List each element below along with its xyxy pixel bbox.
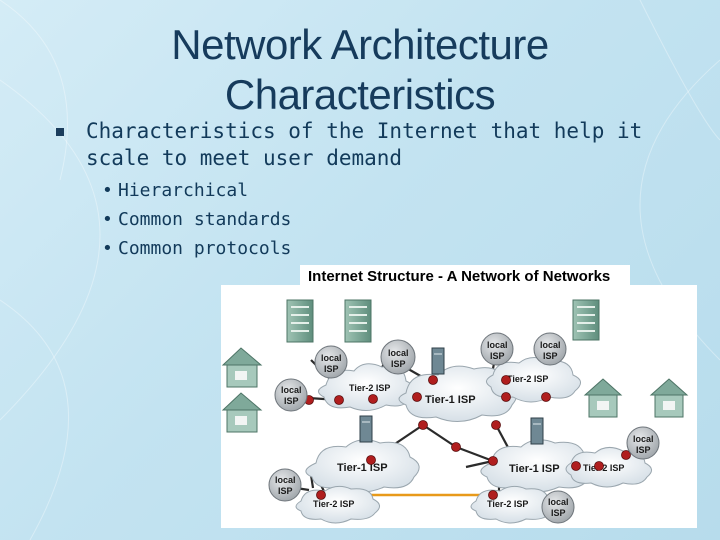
sub-bullet-text: Common standards [118, 209, 292, 230]
isp-node-label: ISP [636, 445, 651, 455]
office-building-icons [286, 299, 600, 343]
server-icon [431, 347, 445, 375]
server-icon [530, 417, 544, 445]
dot-bullet-icon: • [102, 238, 113, 259]
home-icon [649, 378, 689, 418]
isp-node-label: local [281, 385, 302, 395]
home-icons [221, 347, 689, 433]
cloud-label: Tier-2 ISP [487, 499, 528, 509]
sub-bullet-item: •Common standards [102, 205, 291, 234]
cloud-label: Tier-2 ISP [507, 374, 548, 384]
sub-bullet-list: •Hierarchical •Common standards •Common … [102, 176, 291, 263]
office-building-icon [344, 299, 372, 343]
cloud-label: Tier-1 ISP [337, 462, 388, 474]
office-building-icon [572, 299, 600, 341]
local-isp-node: local ISP [533, 332, 567, 366]
square-bullet-icon [56, 128, 64, 136]
slide-title: Network Architecture Characteristics [171, 21, 549, 118]
isp-node-label: ISP [324, 364, 339, 374]
cloud-t2-bottom-left: Tier-2 ISP [295, 485, 380, 524]
sub-bullet-item: •Common protocols [102, 234, 291, 263]
main-bullet-text: Characteristics of the Internet that hel… [86, 119, 643, 170]
network-diagram-svg: Tier-2 ISP Tier-1 ISP Tier-2 ISP Tier-1 … [221, 299, 689, 524]
isp-node-label: local [540, 340, 561, 350]
isp-node-label: local [275, 475, 296, 485]
cloud-label: Tier-2 ISP [583, 463, 624, 473]
isp-node-label: ISP [391, 359, 406, 369]
local-isp-node: local ISP [541, 490, 575, 524]
local-isp-node: local ISP [274, 378, 308, 412]
local-isp-node: local ISP [380, 339, 416, 375]
isp-node-label: ISP [490, 351, 505, 361]
isp-node-label: local [487, 340, 508, 350]
main-bullet: Characteristics of the Internet that hel… [56, 118, 696, 172]
server-icons [359, 347, 544, 445]
local-isp-nodes: local ISP local ISP local ISP local ISP … [268, 332, 660, 524]
isp-node-label: local [321, 353, 342, 363]
dot-bullet-icon: • [102, 209, 113, 230]
home-icon [583, 378, 623, 418]
server-icon [359, 415, 373, 443]
cloud-t1-left: Tier-1 ISP [305, 439, 420, 493]
cloud-label: Tier-1 ISP [509, 463, 560, 475]
cloud-t1-right: Tier-1 ISP [480, 439, 595, 493]
cloud-label: Tier-2 ISP [313, 499, 354, 509]
home-icon [221, 392, 263, 433]
isp-node-label: ISP [543, 351, 558, 361]
cloud-label: Tier-1 ISP [425, 394, 476, 406]
sub-bullet-text: Hierarchical [118, 180, 249, 201]
local-isp-node: local ISP [268, 468, 302, 502]
isp-node-label: local [633, 434, 654, 444]
dot-bullet-icon: • [102, 180, 113, 201]
cloud-label: Tier-2 ISP [349, 383, 390, 393]
network-diagram: Tier-2 ISP Tier-1 ISP Tier-2 ISP Tier-1 … [221, 285, 697, 528]
isp-node-label: ISP [278, 486, 293, 496]
sub-bullet-text: Common protocols [118, 238, 292, 259]
office-building-icon [286, 299, 314, 343]
local-isp-node: local ISP [480, 332, 514, 366]
sub-bullet-item: •Hierarchical [102, 176, 291, 205]
local-isp-node: local ISP [626, 426, 660, 460]
isp-node-label: local [548, 497, 569, 507]
isp-node-label: ISP [551, 508, 566, 518]
isp-node-label: local [388, 348, 409, 358]
isp-node-label: ISP [284, 396, 299, 406]
routers [304, 375, 631, 500]
cloud-t2-top-right: Tier-2 ISP [486, 357, 581, 403]
home-icon [221, 347, 263, 388]
local-isp-node: local ISP [314, 345, 348, 379]
